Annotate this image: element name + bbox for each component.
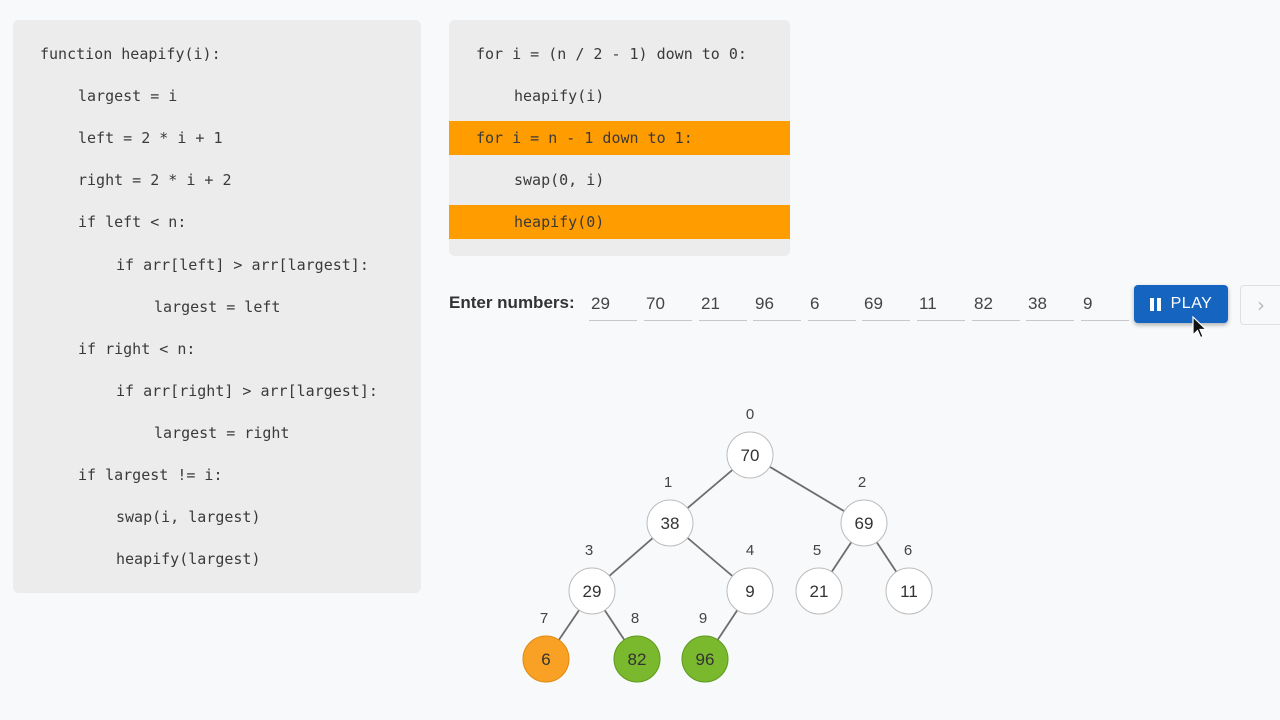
tree-node-value: 6 xyxy=(541,650,550,669)
tree-node-circle xyxy=(522,635,570,683)
number-input-row: Enter numbers: PLAY › xyxy=(449,285,1280,328)
tree-node-value: 96 xyxy=(696,650,715,669)
heapify-code-line: heapify(largest) xyxy=(116,550,261,569)
heapify-code-line: largest = i xyxy=(78,87,178,106)
mouse-cursor-icon xyxy=(1192,316,1208,339)
number-input-2[interactable] xyxy=(644,288,692,321)
tree-node: 94 xyxy=(726,542,774,615)
heapify-code-line: right = 2 * i + 2 xyxy=(78,171,232,190)
number-input-8[interactable] xyxy=(972,288,1020,321)
number-input-10[interactable] xyxy=(1081,288,1129,321)
heapsort-code-line: heapify(0) xyxy=(449,205,790,240)
tree-node-circle xyxy=(726,567,774,615)
heapsort-code-line: swap(0, i) xyxy=(514,171,605,190)
tree-node-index: 5 xyxy=(813,542,821,559)
tree-node: 11 6 xyxy=(885,542,933,615)
tree-node-index: 6 xyxy=(904,542,912,559)
number-input-1[interactable] xyxy=(589,288,637,321)
number-input-9[interactable] xyxy=(1026,288,1074,321)
heapify-code-panel: function heapify(i): largest = i left = 2 … xyxy=(13,20,421,593)
tree-node-value: 38 xyxy=(661,514,680,533)
tree-node-index: 3 xyxy=(585,542,593,559)
number-input-7[interactable] xyxy=(917,288,965,321)
tree-node-index: 4 xyxy=(746,542,754,559)
tree-node: 29 3 xyxy=(568,542,616,615)
tree-node-index: 9 xyxy=(699,610,707,627)
tree-node-index: 2 xyxy=(858,474,866,491)
tree-node-value: 29 xyxy=(583,582,602,601)
tree-node-index: 1 xyxy=(664,474,672,491)
tree-node-index: 8 xyxy=(631,610,639,627)
tree-node-value: 9 xyxy=(745,582,754,601)
tree-node: 96 9 xyxy=(681,610,729,683)
input-label: Enter numbers: xyxy=(449,293,575,312)
tree-node-circle xyxy=(681,635,729,683)
number-input-4[interactable] xyxy=(753,288,801,321)
tree-node-circle xyxy=(568,567,616,615)
tree-node-value: 69 xyxy=(855,514,874,533)
tree-node-circle xyxy=(840,499,888,547)
tree-node: 21 5 xyxy=(795,542,843,615)
heapify-code-line: largest = left xyxy=(154,297,281,316)
play-button[interactable]: PLAY xyxy=(1134,285,1228,323)
heapify-code-line: if right < n: xyxy=(78,339,196,358)
heapify-code-line: if left < n: xyxy=(78,213,187,232)
pause-icon xyxy=(1149,297,1161,311)
number-input-5[interactable] xyxy=(808,288,856,321)
tree-node-value: 21 xyxy=(810,582,829,601)
tree-node-index: 0 xyxy=(746,406,754,423)
heapify-code-line: function heapify(i): xyxy=(40,45,221,63)
tree-node-circle xyxy=(795,567,843,615)
heapsort-code-line: heapify(i) xyxy=(514,87,605,106)
heapsort-code-line: for i = n - 1 down to 1: xyxy=(449,121,790,156)
tree-node-value: 82 xyxy=(628,650,647,669)
tree-node: 82 8 xyxy=(613,610,661,683)
tree-node-value: 11 xyxy=(900,582,918,601)
heapify-code-line: left = 2 * i + 1 xyxy=(78,129,223,148)
number-input-6[interactable] xyxy=(862,288,910,321)
chevron-right-icon: › xyxy=(1257,293,1265,317)
tree-node-index: 7 xyxy=(540,610,548,627)
next-step-button[interactable]: › xyxy=(1240,285,1280,325)
heapify-code-line: swap(i, largest) xyxy=(116,508,261,527)
heapsort-code-panel: for i = (n / 2 - 1) down to 0: heapify(i)… xyxy=(449,20,790,256)
tree-node-circle xyxy=(613,635,661,683)
heapsort-code-line: for i = (n / 2 - 1) down to 0: xyxy=(476,45,747,63)
tree-node-circle xyxy=(726,431,774,479)
tree-node-value: 70 xyxy=(741,446,760,465)
heapify-code-line: if arr[right] > arr[largest]: xyxy=(116,381,378,400)
tree-node-circle xyxy=(646,499,694,547)
tree-node: 38 1 xyxy=(646,474,694,547)
tree-node: 69 2 xyxy=(840,474,888,547)
heapify-code-line: largest = right xyxy=(154,423,290,442)
tree-node-circle xyxy=(885,567,933,615)
heapify-code-line: if arr[left] > arr[largest]: xyxy=(116,255,369,274)
tree-node: 70 0 xyxy=(726,406,774,479)
number-input-3[interactable] xyxy=(699,288,747,321)
play-button-label: PLAY xyxy=(1170,295,1213,312)
heapify-code-line: if largest != i: xyxy=(78,466,223,484)
tree-node: 67 xyxy=(522,610,570,683)
